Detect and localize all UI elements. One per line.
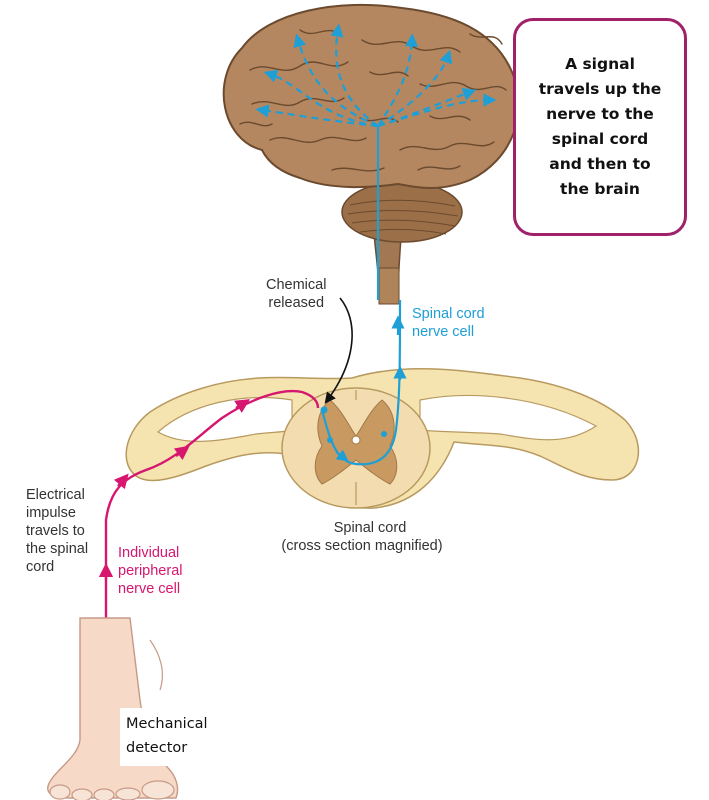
callout-text: A signal travels up the nerve to the spi… xyxy=(531,52,670,202)
mechanical-detector-label: Mechanical detector xyxy=(120,708,222,766)
spinal-cord-top xyxy=(379,268,399,304)
brain xyxy=(224,5,519,304)
cerebrum xyxy=(224,5,519,188)
toe xyxy=(142,781,174,799)
toe xyxy=(94,789,114,800)
spinal-cord-nerve-cell-label: Spinal cord nerve cell xyxy=(412,305,485,341)
toe xyxy=(116,788,140,800)
spinal-cord-subtitle: (cross section magnified) xyxy=(262,537,462,555)
signal-callout-box: A signal travels up the nerve to the spi… xyxy=(513,18,687,236)
toe xyxy=(50,785,70,799)
peripheral-nerve-cell-label: Individual peripheral nerve cell xyxy=(118,544,183,598)
electrical-impulse-label: Electrical impulse travels to the spinal… xyxy=(26,486,88,576)
chemical-released-label: Chemical released xyxy=(266,276,326,312)
central-canal xyxy=(352,436,360,444)
toe xyxy=(72,789,92,800)
spinal-cord-title: Spinal cord xyxy=(300,519,440,537)
